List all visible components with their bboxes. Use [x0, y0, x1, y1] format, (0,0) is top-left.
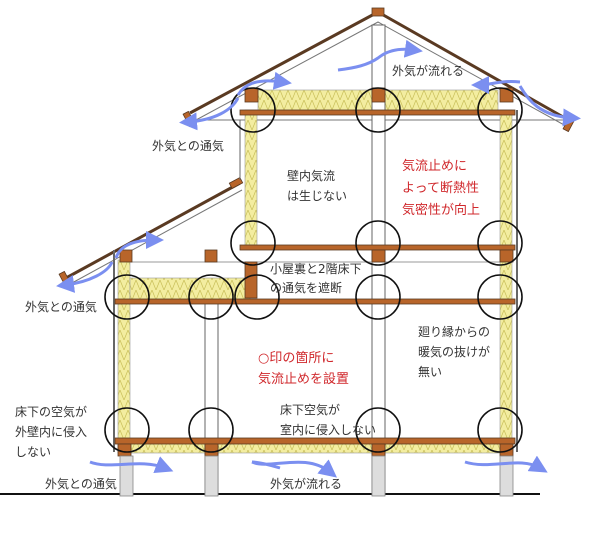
- airstop-circle: [230, 220, 276, 266]
- airflow-arrow-icon: [114, 231, 164, 259]
- airflow-arrows: [56, 39, 581, 474]
- label-block-attic: 小屋裏と2階床下: [270, 261, 362, 276]
- label-no-wall-intrusion: 床下の空気が: [15, 404, 87, 419]
- airflow-arrow-icon: [471, 75, 521, 94]
- label-underfloor-air-flows: 外気が流れる: [270, 476, 342, 491]
- label-no-wall-intrusion: 外壁内に侵入: [15, 424, 87, 439]
- airstop-circle: [188, 407, 234, 453]
- label-no-warm-leak: 無い: [418, 364, 442, 379]
- label-attic-air-flows: 外気が流れる: [392, 63, 464, 78]
- airstop-circle: [477, 407, 523, 453]
- airflow-arrow-icon: [89, 456, 174, 474]
- lower-roof: [58, 176, 245, 291]
- label-improvement: 気流止めに: [402, 158, 467, 174]
- label-mid-ventilation: 外気との通気: [25, 299, 97, 314]
- upper-left-wall-insulation: [244, 109, 258, 246]
- airflow-arrow-icon: [236, 71, 292, 96]
- airstop-circle: [355, 274, 401, 320]
- airstop-circle: [355, 220, 401, 266]
- airstop-circle: [104, 274, 150, 320]
- airstop-markers: [104, 87, 523, 453]
- label-install-note: 気流止めを設置: [258, 371, 349, 387]
- airstop-circle: [477, 87, 523, 133]
- airflow-arrow-icon: [337, 39, 423, 72]
- label-no-wall-airflow: は生じない: [287, 189, 347, 203]
- label-no-room-intrusion: 室内に侵入しない: [280, 422, 376, 437]
- label-ground-ventilation: 外気との通気: [45, 476, 117, 491]
- label-upper-ventilation: 外気との通気: [152, 138, 224, 153]
- airstop-circle: [355, 407, 401, 453]
- airflow-arrow-icon: [56, 261, 114, 293]
- label-install-note: ○印の箇所に: [258, 350, 334, 366]
- airstop-circle: [104, 407, 150, 453]
- airstop-circle: [188, 274, 234, 320]
- label-block-attic: の通気を遮断: [270, 280, 342, 295]
- airstop-circle: [477, 274, 523, 320]
- label-improvement: よって断熱性: [402, 181, 479, 196]
- structure: [113, 24, 518, 497]
- airflow-arrow-icon: [179, 97, 240, 131]
- airstop-circle: [355, 87, 401, 133]
- label-no-warm-leak: 暖気の抜けが: [418, 344, 490, 359]
- airstop-circle: [234, 274, 280, 320]
- label-no-warm-leak: 廻り縁からの: [418, 324, 490, 339]
- airstop-circle: [477, 220, 523, 266]
- airstop-circle: [230, 87, 276, 133]
- label-no-wall-airflow: 壁内気流: [287, 168, 335, 183]
- airflow-arrow-icon: [251, 462, 330, 472]
- left-wall-insulation: [117, 259, 131, 441]
- floor-insulation: [117, 442, 514, 454]
- label-no-wall-intrusion: しない: [15, 445, 51, 459]
- airflow-arrow-icon: [464, 455, 548, 473]
- airflow-arrow-icon: [518, 85, 581, 127]
- label-improvement: 気密性が向上: [402, 202, 480, 218]
- label-no-room-intrusion: 床下空気が: [280, 402, 340, 417]
